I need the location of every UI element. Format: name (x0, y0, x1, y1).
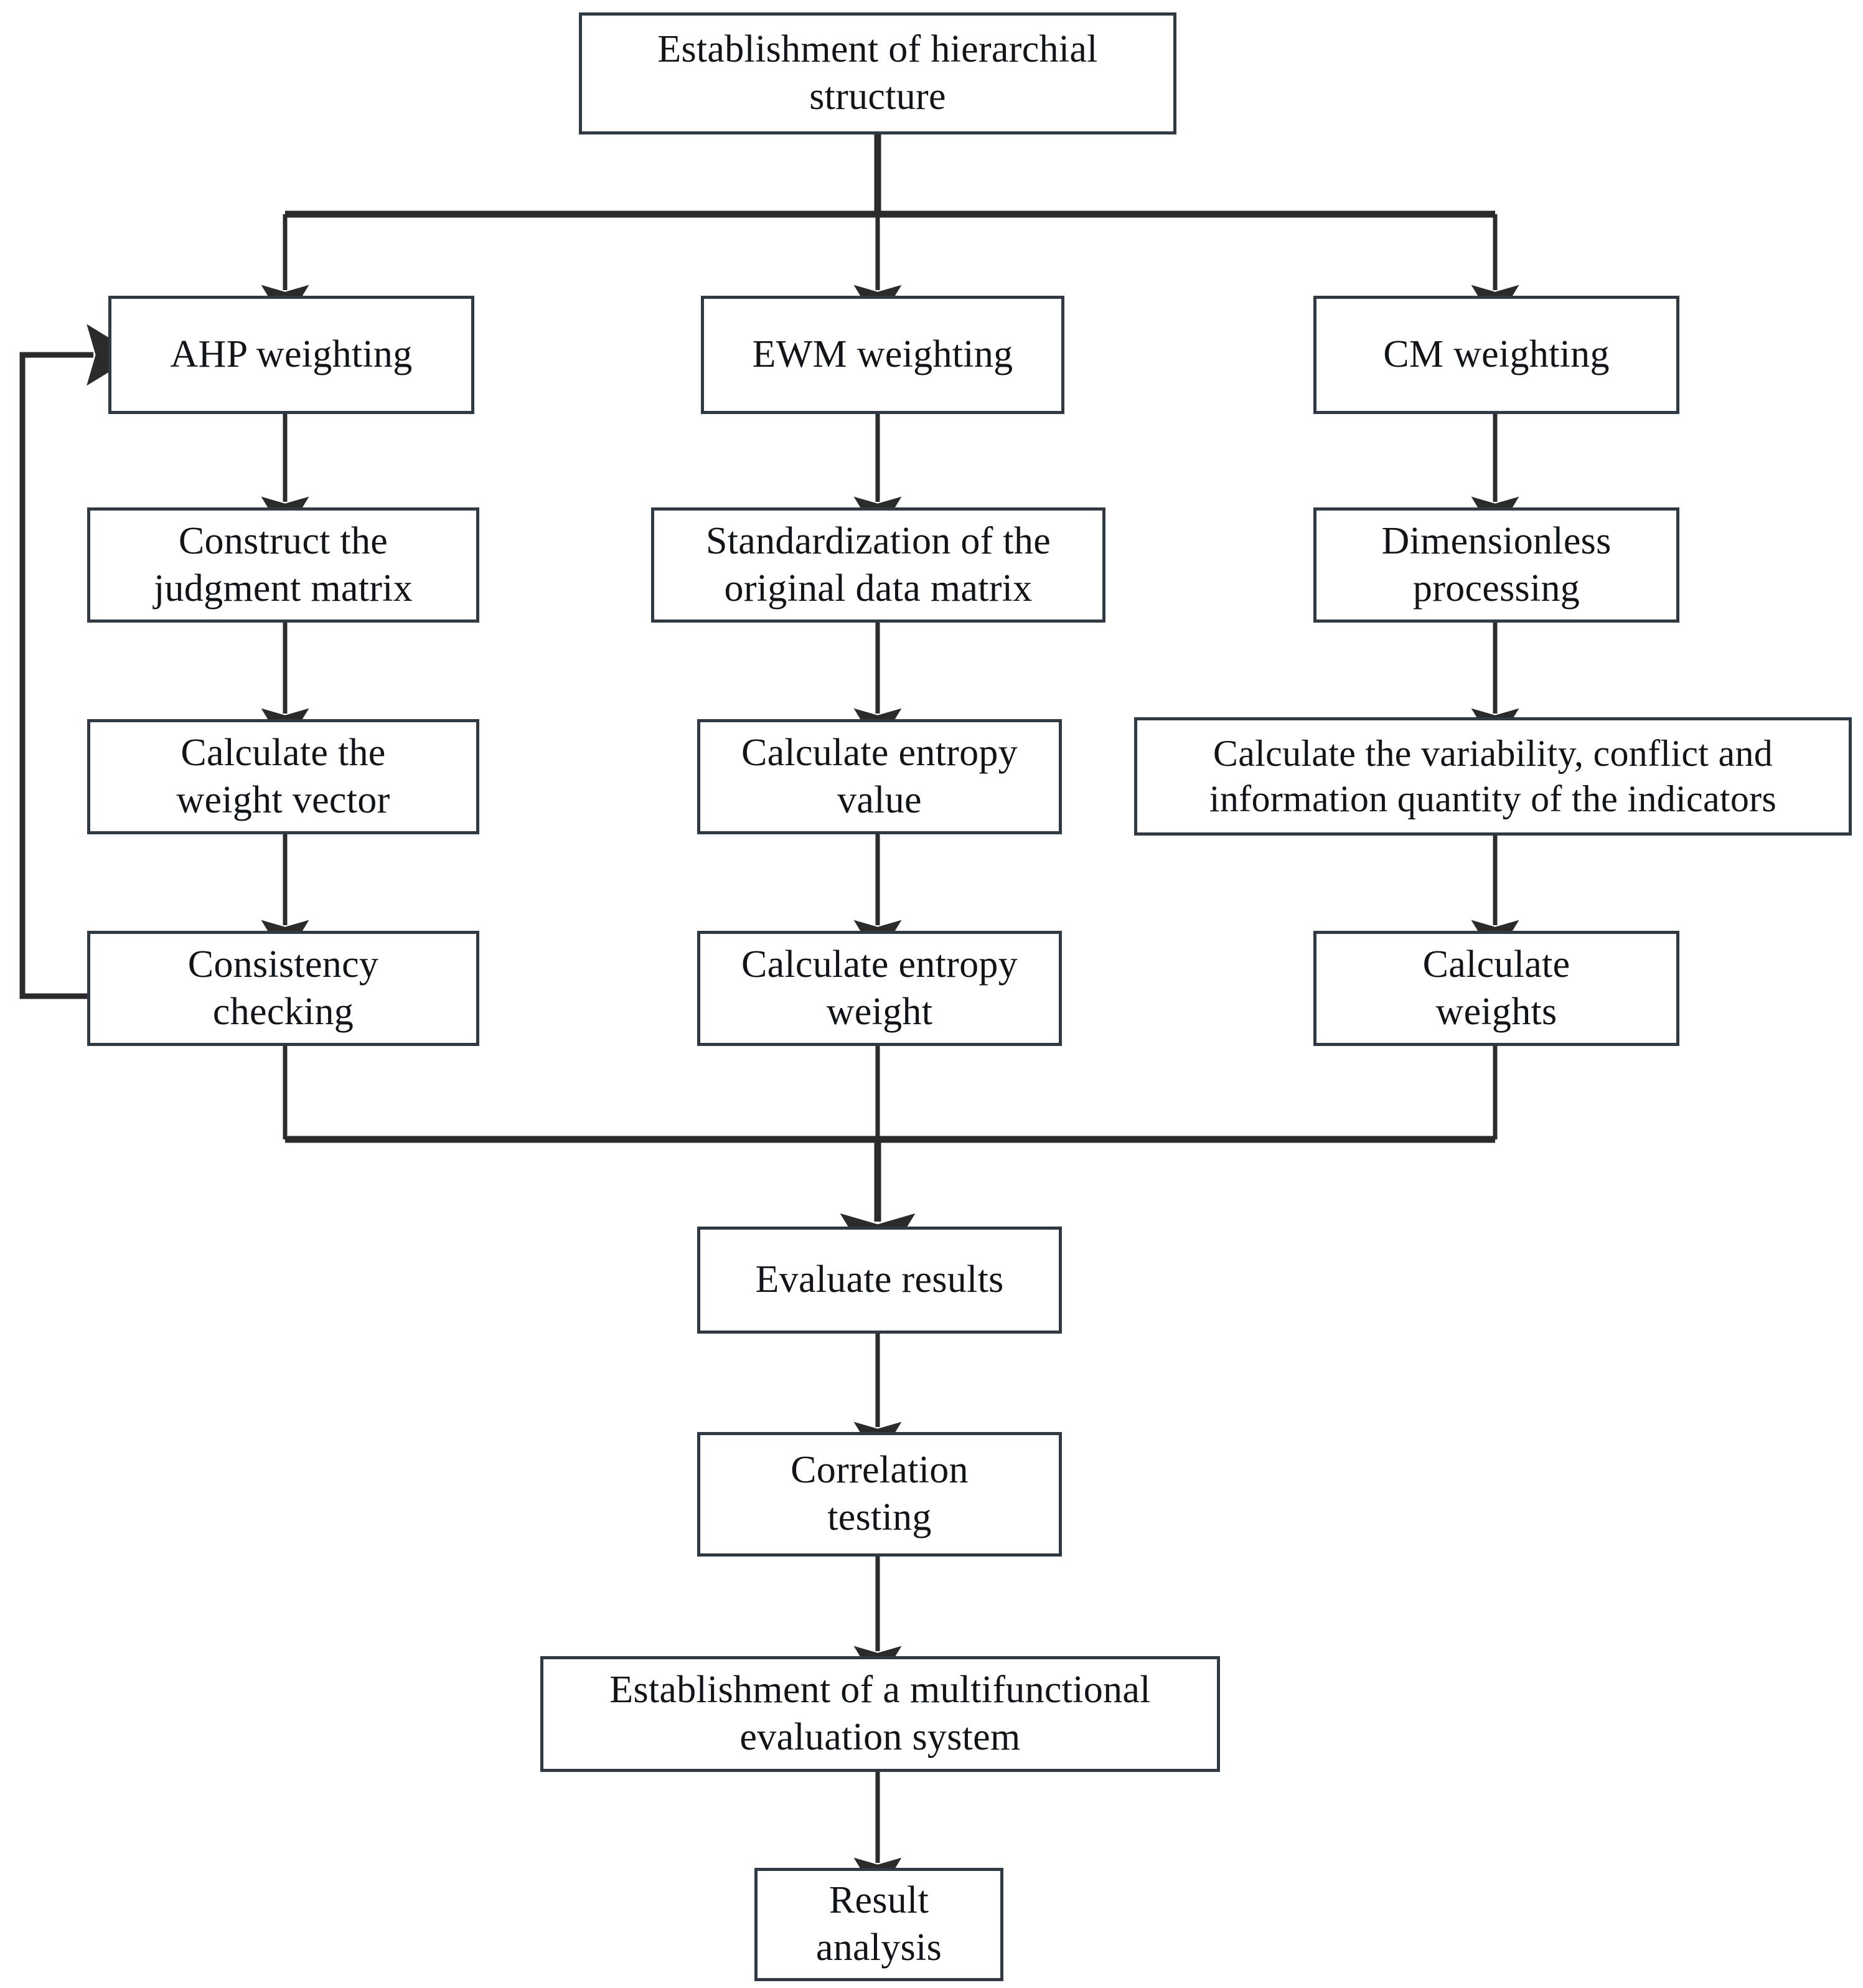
edge-merge-to-evaluate (283, 1046, 1498, 1275)
node-result-analysis[interactable]: Result analysis (754, 1868, 1003, 1981)
node-dimensionless-processing[interactable]: Dimensionless processing (1313, 507, 1679, 623)
node-evaluate-results[interactable]: Evaluate results (697, 1227, 1062, 1334)
node-calculate-variability[interactable]: Calculate the variability, conflict and … (1134, 717, 1852, 836)
edge-feedback-loop (19, 324, 138, 999)
node-ewm-weighting[interactable]: EWM weighting (701, 296, 1064, 414)
node-construct-judgment-matrix[interactable]: Construct the judgment matrix (87, 507, 479, 623)
node-calculate-weight-vector[interactable]: Calculate the weight vector (87, 719, 479, 834)
node-calculate-weights[interactable]: Calculate weights (1313, 931, 1679, 1046)
node-ahp-weighting[interactable]: AHP weighting (108, 296, 474, 414)
edge-root-to-branches (261, 134, 1519, 324)
node-multifunctional-system[interactable]: Establishment of a multifunctional evalu… (540, 1656, 1220, 1772)
node-root[interactable]: Establishment of hierarchial structure (579, 12, 1176, 134)
node-consistency-checking[interactable]: Consistency checking (87, 931, 479, 1046)
node-standardization-matrix[interactable]: Standardization of the original data mat… (651, 507, 1105, 623)
node-cm-weighting[interactable]: CM weighting (1313, 296, 1679, 414)
node-correlation-testing[interactable]: Correlation testing (697, 1432, 1062, 1557)
node-calculate-entropy-value[interactable]: Calculate entropy value (697, 719, 1062, 834)
node-calculate-entropy-weight[interactable]: Calculate entropy weight (697, 931, 1062, 1046)
